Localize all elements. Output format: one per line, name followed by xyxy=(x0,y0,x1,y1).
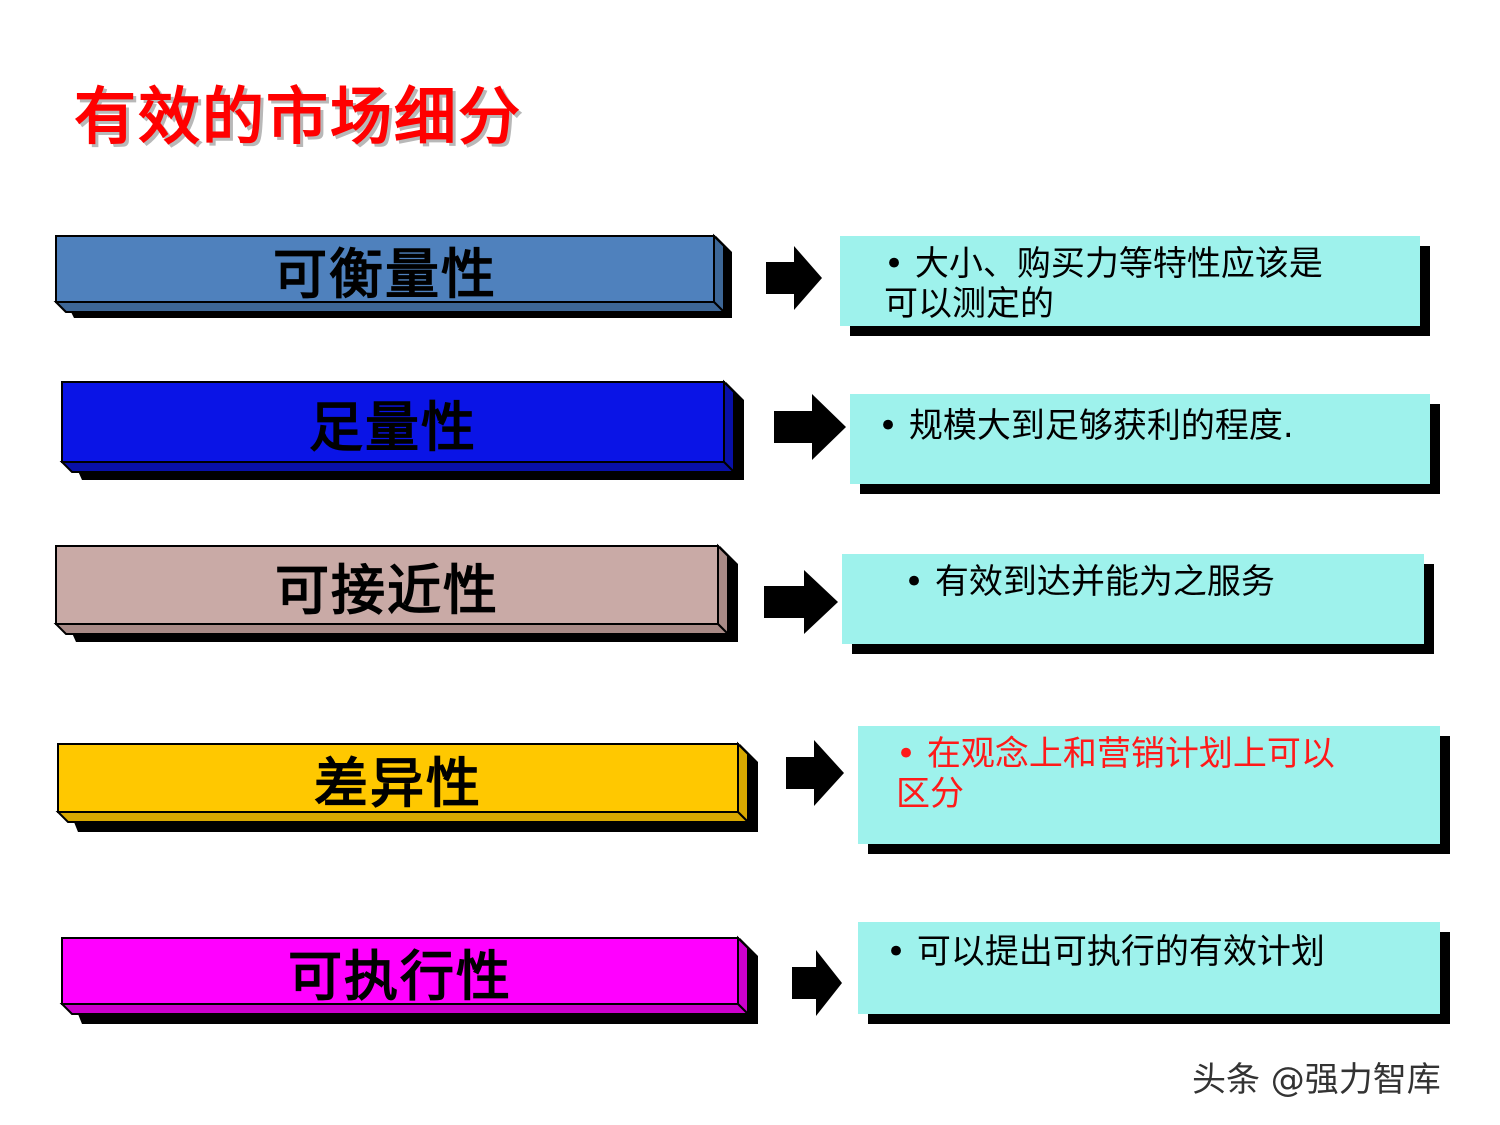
description-line: • 大小、购买力等特性应该是 xyxy=(884,244,1323,284)
bar-label: 足量性 xyxy=(309,395,477,459)
bar-actionability: 可执行性 xyxy=(59,935,758,1024)
arrow-right-icon xyxy=(774,394,846,460)
bar-measurability: 可衡量性 xyxy=(53,233,732,318)
arrow-right-icon xyxy=(766,246,822,310)
bar-shape xyxy=(59,379,744,480)
bar-label: 可衡量性 xyxy=(273,242,497,306)
description-box-differentiability: • 在观念上和营销计划上可以 区分 xyxy=(858,726,1450,854)
bar-accessibility: 可接近性 xyxy=(53,543,738,642)
bar-label: 可执行性 xyxy=(288,944,512,1008)
description-box-actionability: • 可以提出可执行的有效计划 xyxy=(858,922,1450,1024)
description-line: • 在观念上和营销计划上可以 xyxy=(896,734,1335,774)
watermark: 头条 @强力智库 xyxy=(1192,1060,1441,1100)
arrow-right-icon xyxy=(792,950,842,1016)
description-box-accessibility: • 有效到达并能为之服务 xyxy=(842,554,1434,654)
description-line: • 可以提出可执行的有效计划 xyxy=(886,932,1325,972)
description-line: • 有效到达并能为之服务 xyxy=(904,562,1275,602)
page-title: 有效的市场细分 xyxy=(74,80,523,153)
description-line: 区分 xyxy=(896,774,964,814)
bar-substantiality: 足量性 xyxy=(59,379,744,480)
bar-shape xyxy=(59,935,758,1024)
description-line: 可以测定的 xyxy=(884,284,1054,324)
description-box-measurability: • 大小、购买力等特性应该是 可以测定的 xyxy=(840,236,1430,336)
bar-shape xyxy=(53,543,738,642)
arrow-right-icon xyxy=(764,570,838,634)
bar-label: 差异性 xyxy=(314,751,482,815)
description-line: • 规模大到足够获利的程度. xyxy=(878,406,1294,446)
arrow-right-icon xyxy=(786,740,844,806)
bar-shape xyxy=(55,741,758,832)
bar-shape xyxy=(53,233,732,318)
description-box-substantiality: • 规模大到足够获利的程度. xyxy=(850,394,1440,494)
bar-differentiability: 差异性 xyxy=(55,741,758,832)
bar-label: 可接近性 xyxy=(275,558,499,622)
